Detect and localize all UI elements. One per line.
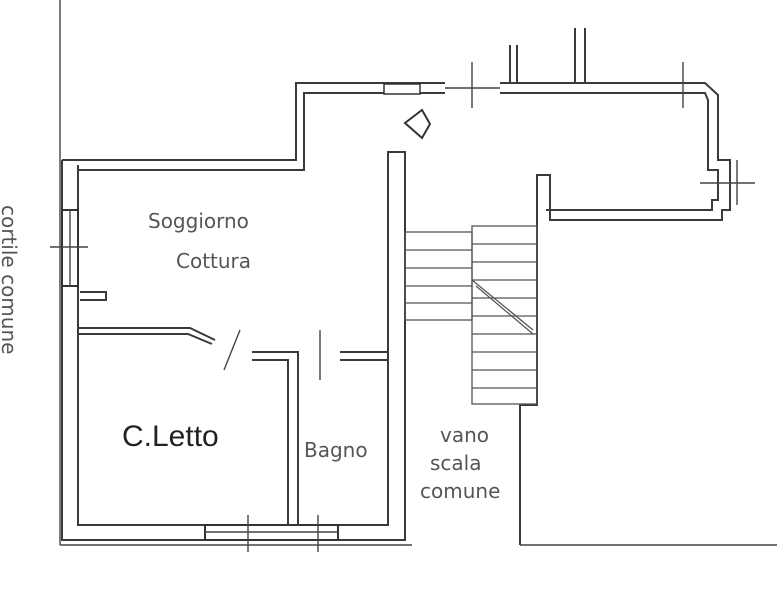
room-label-letto: C.Letto [122, 420, 219, 453]
room-label-comune: comune [420, 479, 500, 503]
left-window [50, 209, 88, 287]
room-label-bagno: Bagno [304, 438, 368, 462]
room-label-cottura: Cottura [176, 249, 251, 273]
room-label-vano: vano [440, 423, 489, 447]
room-label-scala: scala [430, 451, 481, 475]
bottom-window [204, 515, 339, 552]
staircase [404, 225, 538, 405]
entry-arrow-icon [403, 108, 432, 140]
exterior-label: cortile comune [0, 205, 21, 354]
interior-walls [78, 291, 388, 525]
room-label-soggiorno: Soggiorno [148, 209, 249, 233]
outer-walls [61, 28, 731, 545]
